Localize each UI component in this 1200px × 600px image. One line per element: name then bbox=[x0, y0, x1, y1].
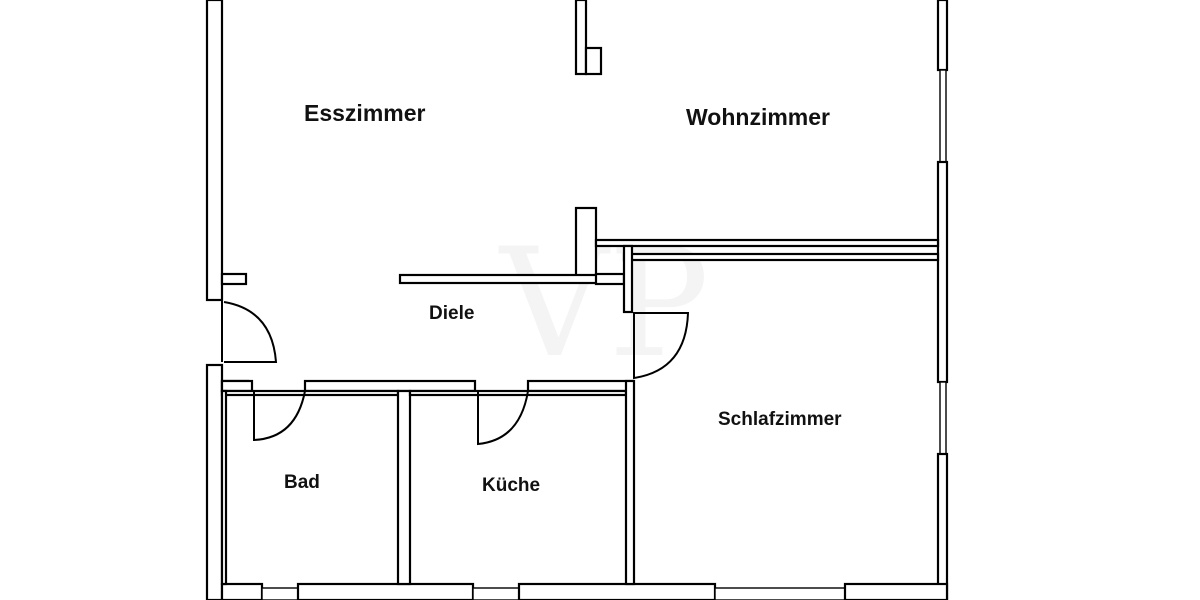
wall-wohn-schlaf-lower bbox=[622, 252, 940, 262]
wall-right-top bbox=[936, 0, 949, 72]
wall-diele-horizontal bbox=[398, 273, 627, 285]
wall-bad-top-left bbox=[220, 379, 254, 393]
room-label-schlafzimmer: Schlafzimmer bbox=[718, 409, 842, 430]
wall-partition-vertical bbox=[574, 206, 598, 284]
door-bad-arc bbox=[253, 390, 306, 442]
wall-left-upper-jog bbox=[220, 272, 248, 286]
wall-top-stub-foot bbox=[584, 46, 603, 76]
wall-left-lower bbox=[205, 363, 224, 600]
window-bottom-bad bbox=[261, 587, 299, 600]
wall-bad-inner-left bbox=[220, 389, 228, 586]
wall-bottom-4 bbox=[843, 582, 949, 600]
wall-bottom-1 bbox=[220, 582, 264, 600]
window-right-wohnzimmer bbox=[939, 69, 947, 163]
wall-right-bottom bbox=[936, 452, 949, 600]
room-label-kueche: Küche bbox=[482, 475, 540, 496]
room-label-diele: Diele bbox=[429, 303, 474, 324]
wall-top-stub bbox=[574, 0, 588, 76]
wall-kueche-schlaf-divider bbox=[624, 379, 636, 586]
window-right-schlafzimmer bbox=[939, 381, 947, 455]
room-label-wohnzimmer: Wohnzimmer bbox=[686, 104, 830, 130]
wall-kueche-inner-top bbox=[408, 389, 628, 397]
wall-diele-corner bbox=[594, 272, 626, 286]
wall-wohn-schlaf-upper bbox=[594, 238, 940, 248]
wall-bad-top bbox=[303, 379, 477, 393]
wall-right-mid bbox=[936, 160, 949, 384]
door-kueche-arc bbox=[477, 390, 529, 446]
window-bottom-kueche bbox=[472, 587, 520, 600]
room-label-esszimmer: Esszimmer bbox=[304, 100, 426, 126]
room-label-bad: Bad bbox=[284, 472, 320, 493]
window-bottom-schlafzimmer bbox=[714, 587, 846, 600]
wall-schlaf-left-top bbox=[622, 244, 634, 314]
wall-left-upper bbox=[205, 0, 224, 302]
door-entrance-arc bbox=[223, 301, 278, 363]
door-schlafzimmer-arc bbox=[633, 312, 690, 380]
wall-bad-kueche-divider bbox=[396, 389, 412, 586]
wall-kueche-top bbox=[526, 379, 635, 393]
wall-bad-inner-top bbox=[220, 389, 400, 397]
wall-bottom-3 bbox=[517, 582, 717, 600]
wall-bottom-2 bbox=[296, 582, 475, 600]
